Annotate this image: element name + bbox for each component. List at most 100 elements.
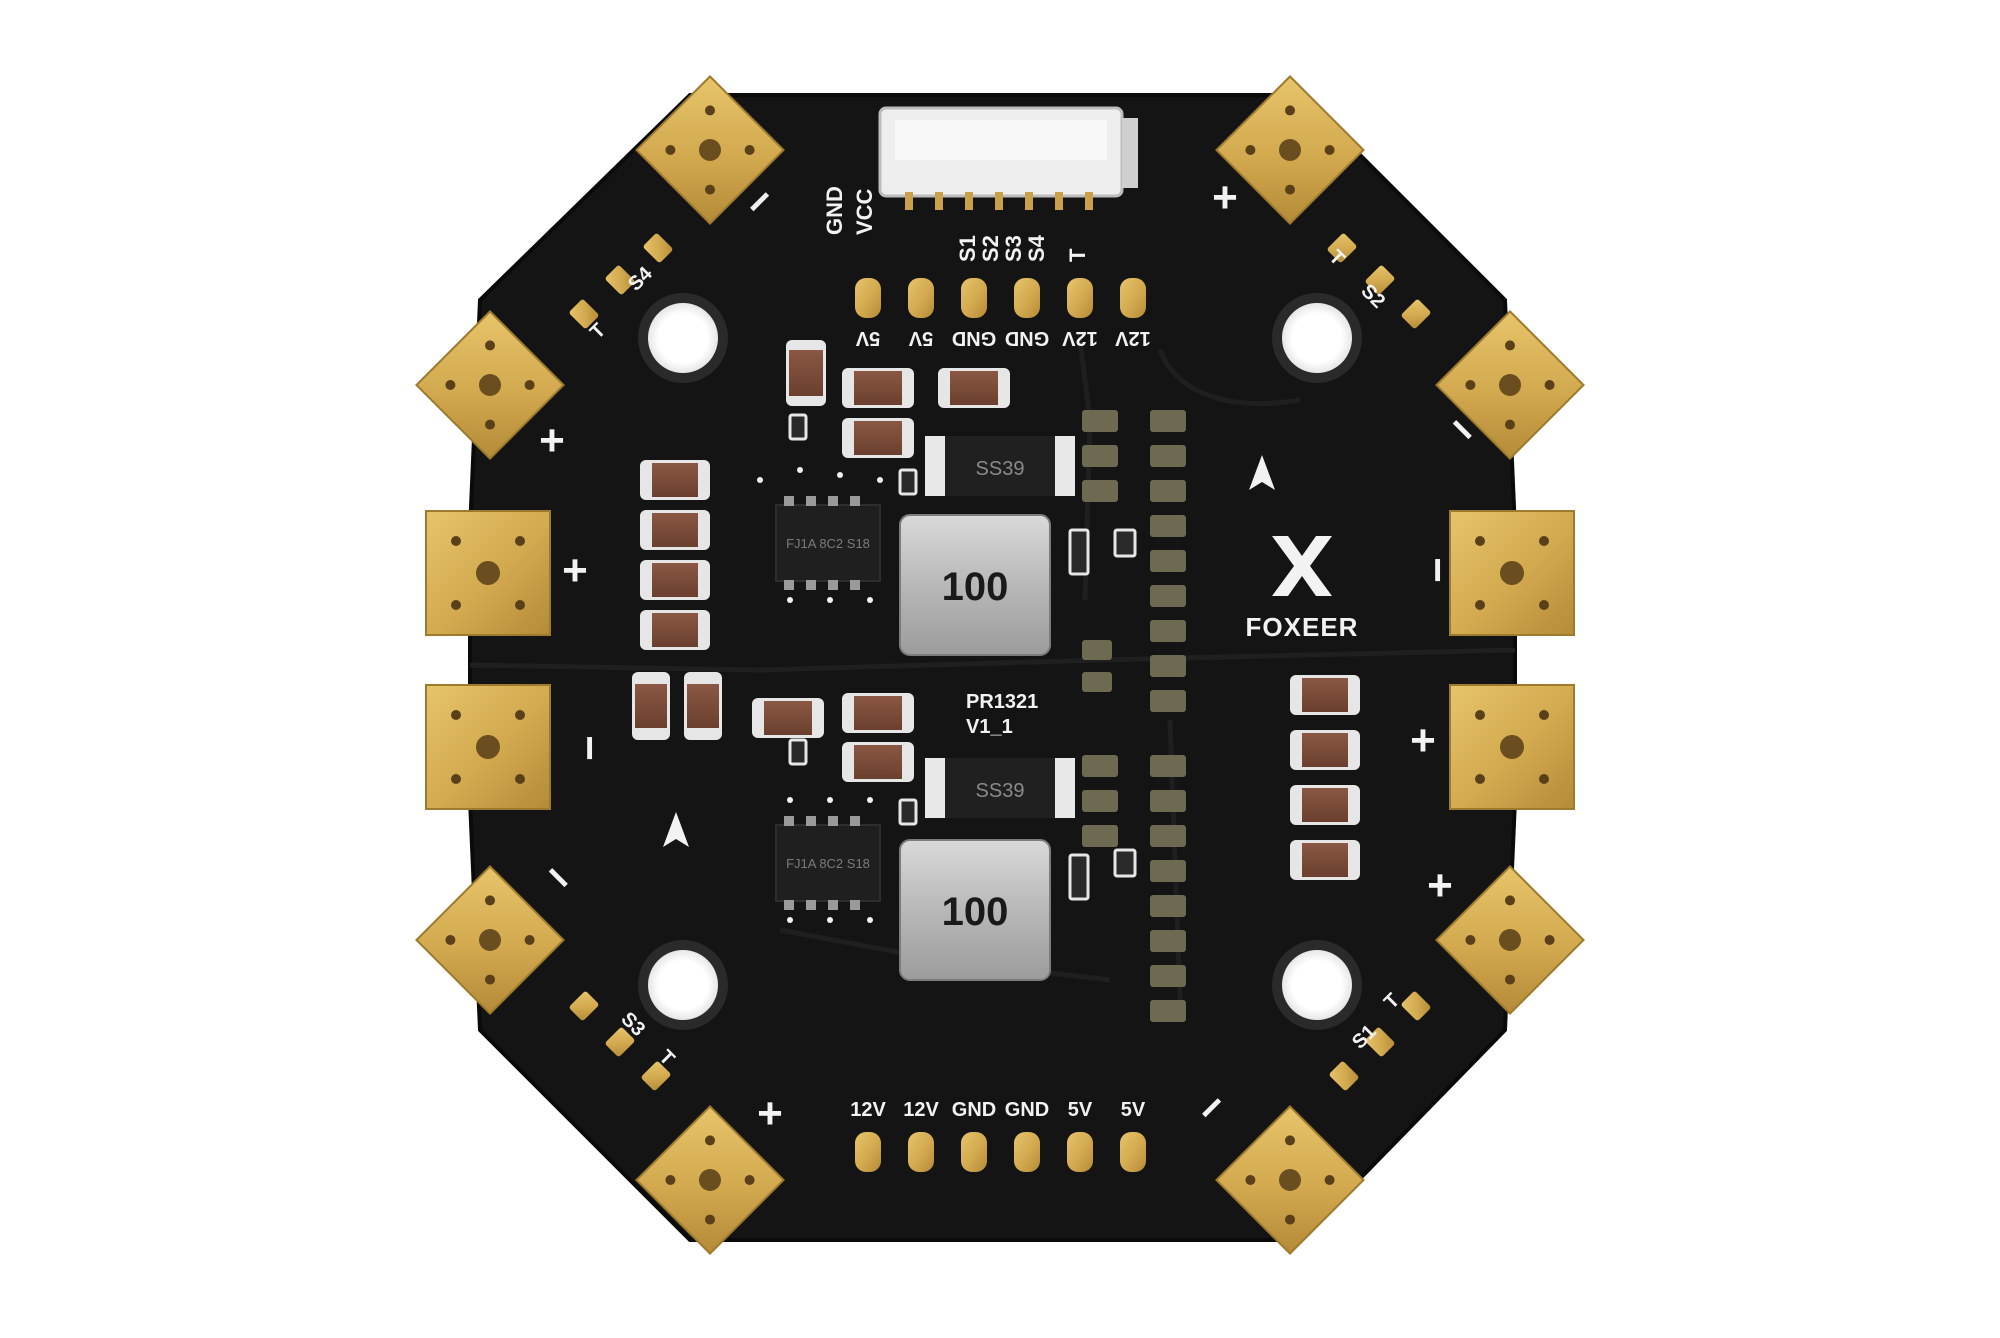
top-pin-label: 12V	[1115, 327, 1151, 349]
bottom-pin-label: 5V	[1068, 1099, 1093, 1121]
capacitor	[842, 368, 914, 408]
inductor: 100	[899, 514, 1051, 656]
s4-label: S4	[1024, 234, 1049, 262]
gold-pads	[415, 75, 1585, 1255]
capacitor	[632, 672, 670, 740]
solder-pad	[855, 278, 881, 318]
capacitor	[1290, 840, 1360, 880]
jst-connector	[878, 106, 1138, 210]
capacitor	[640, 460, 710, 500]
plus-sign: +	[1410, 716, 1436, 765]
motor-pad	[415, 310, 565, 460]
vcc-label: VCC	[852, 188, 877, 235]
inductors: 100 100	[899, 514, 1051, 981]
arrow-icon	[663, 812, 689, 847]
plus-sign: +	[1427, 861, 1453, 910]
motor-pad	[425, 510, 551, 636]
plus-sign: +	[1212, 173, 1238, 222]
capacitor	[938, 368, 1010, 408]
bottom-pin-label: 5V	[1121, 1099, 1146, 1121]
inductor-value: 100	[942, 565, 1009, 609]
regulator-ics: FJ1A 8C2 S18 FJ1A 8C2 S18	[775, 496, 881, 910]
brand-name: FOXEER	[1246, 612, 1359, 642]
ic-marking: FJ1A 8C2 S18	[786, 856, 870, 871]
model-label: PR1321	[966, 691, 1038, 713]
s2-label: S2	[978, 235, 1003, 262]
direction-arrows	[663, 455, 1275, 847]
top-pin-label: 12V	[1062, 327, 1098, 349]
capacitors	[632, 340, 1360, 880]
motor-pad	[1449, 510, 1575, 636]
capacitor	[684, 672, 722, 740]
smd-components	[788, 413, 1137, 901]
diodes: SS39 SS39	[925, 436, 1075, 818]
ic-chip: FJ1A 8C2 S18	[775, 496, 881, 590]
diode-marking: SS39	[976, 458, 1025, 480]
capacitor	[842, 693, 914, 733]
esc-signal-pads	[569, 233, 1431, 1091]
solder-pad	[855, 1132, 881, 1172]
motor-pad	[635, 75, 785, 225]
capacitor	[842, 742, 914, 782]
motor-pad	[1215, 1105, 1365, 1255]
capacitor	[752, 698, 824, 738]
capacitor	[640, 510, 710, 550]
mounting-holes	[638, 293, 1362, 1030]
top-pin-label: GND	[1005, 327, 1049, 349]
bottom-pin-label: 12V	[850, 1099, 886, 1121]
capacitor	[1290, 730, 1360, 770]
diode-marking: SS39	[976, 780, 1025, 802]
model-text: PR1321 V1_1	[966, 691, 1038, 738]
capacitor	[842, 418, 914, 458]
solder-pad	[1067, 278, 1093, 318]
s1-label: S1	[955, 235, 980, 262]
solder-pad	[908, 278, 934, 318]
solder-pad	[1067, 1132, 1093, 1172]
minus-sign: −	[565, 735, 614, 761]
capacitor	[640, 610, 710, 650]
bottom-pad-row	[855, 1132, 1146, 1172]
diode: SS39	[925, 436, 1075, 496]
inductor-value: 100	[942, 890, 1009, 934]
solder-pad	[1120, 278, 1146, 318]
top-pad-labels: 5V 5V GND GND 12V 12V	[855, 327, 1151, 349]
solder-pad	[1120, 1132, 1146, 1172]
bottom-pin-label: GND	[952, 1099, 996, 1121]
diode: SS39	[925, 758, 1075, 818]
version-label: V1_1	[966, 716, 1013, 738]
capacitor	[640, 560, 710, 600]
bottom-pin-label: GND	[1005, 1099, 1049, 1121]
motor-pad	[1435, 865, 1585, 1015]
top-pad-row	[855, 278, 1146, 318]
motor-pad	[1449, 684, 1575, 810]
capacitor	[786, 340, 826, 406]
capacitor	[1290, 675, 1360, 715]
smd-dots	[757, 467, 883, 923]
motor-pad	[415, 865, 565, 1015]
bottom-pin-label: 12V	[903, 1099, 939, 1121]
arrow-icon	[1249, 455, 1275, 490]
plus-sign: +	[757, 1089, 783, 1138]
bottom-pad-labels: 12V 12V GND GND 5V 5V	[850, 1099, 1146, 1121]
solder-pad	[1014, 1132, 1040, 1172]
s3-label: S3	[1001, 235, 1026, 262]
ic-chip: FJ1A 8C2 S18	[775, 816, 881, 910]
connector-labels: GND VCC S1 S2 S3 S4 T	[822, 186, 1090, 262]
gnd-label: GND	[822, 186, 847, 235]
top-pin-label: 5V	[855, 327, 880, 349]
motor-pad	[1215, 75, 1365, 225]
capacitor	[1290, 785, 1360, 825]
resistor-arrays	[1082, 410, 1186, 1022]
plus-sign: +	[562, 546, 588, 595]
t-label: T	[1065, 248, 1090, 262]
foxeer-logo: FOXEER	[1246, 536, 1359, 642]
minus-sign: −	[1413, 557, 1462, 583]
ic-marking: FJ1A 8C2 S18	[786, 536, 870, 551]
motor-pad	[1435, 310, 1585, 460]
solder-pad	[908, 1132, 934, 1172]
inductor: 100	[899, 839, 1051, 981]
foxeer-x-icon	[1272, 536, 1332, 596]
top-pin-label: GND	[952, 327, 996, 349]
